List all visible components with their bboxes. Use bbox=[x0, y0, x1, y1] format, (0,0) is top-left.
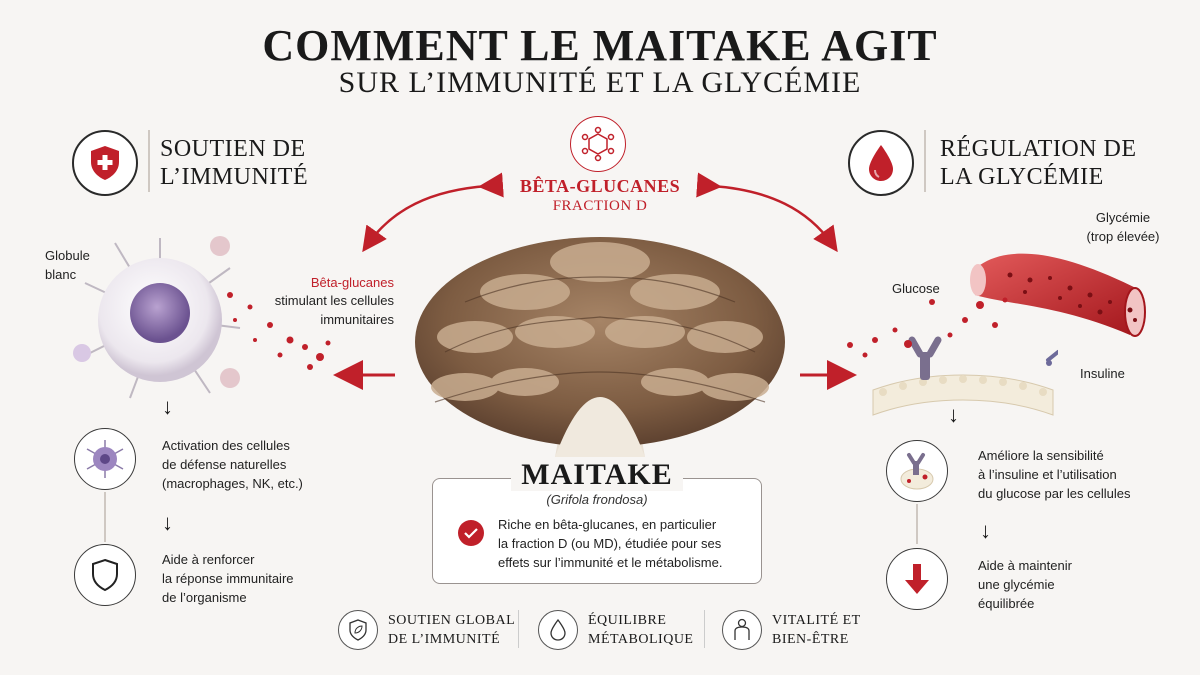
divider bbox=[518, 610, 519, 648]
immunity-step2-text: Aide à renforcer la réponse immunitaire … bbox=[162, 552, 294, 605]
cell-label: Globule blanc bbox=[45, 248, 90, 282]
maitake-name: MAITAKE bbox=[432, 458, 762, 492]
decrease-arrow-icon bbox=[886, 548, 948, 610]
arrow-down-icon: ↓ bbox=[162, 510, 173, 535]
section-title-immunity: SOUTIEN DE L’IMMUNITÉ bbox=[160, 136, 309, 190]
latin-name: (Grifola frondosa) bbox=[546, 492, 648, 507]
betaglucan-particles bbox=[227, 292, 331, 370]
compound-fraction: FRACTION D bbox=[552, 198, 648, 214]
step-connector bbox=[104, 492, 106, 542]
arrow-down-icon: ↓ bbox=[980, 518, 991, 543]
arrow-down-icon: ↓ bbox=[948, 402, 959, 427]
maitake-description: Riche en bêta-glucanes, en particulier l… bbox=[498, 517, 723, 570]
cell-membrane-illustration bbox=[872, 336, 1058, 416]
blood-drop-icon bbox=[848, 130, 914, 196]
page-subtitle: SUR L’IMMUNITÉ ET LA GLYCÉMIE bbox=[338, 66, 862, 99]
arrow-right-curve bbox=[696, 172, 838, 253]
cell-receptor-icon bbox=[886, 440, 948, 502]
glucose-label: Glucose bbox=[892, 281, 940, 296]
glycemia-step2-text: Aide à maintenir une glycémie équilibrée bbox=[978, 558, 1072, 611]
glucose-particles bbox=[847, 297, 1008, 358]
benefit-metabolic: ÉQUILIBRE MÉTABOLIQUE bbox=[538, 610, 693, 650]
betaglucan-label: Bêta-glucanes bbox=[310, 275, 394, 290]
compound-name: BÊTA-GLUCANES bbox=[519, 176, 681, 196]
glycemia-step1-text: Améliore la sensibilité à l’insuline et … bbox=[978, 448, 1131, 501]
check-icon bbox=[458, 520, 484, 546]
benefit-immunity: SOUTIEN GLOBAL DE L’IMMUNITÉ bbox=[338, 610, 515, 650]
arrow-down-icon: ↓ bbox=[162, 394, 173, 419]
shield-icon bbox=[74, 544, 136, 606]
divider bbox=[704, 610, 705, 648]
drop-icon bbox=[538, 610, 578, 650]
white-blood-cell-illustration bbox=[73, 236, 241, 399]
insuline-label: Insuline bbox=[1080, 366, 1125, 381]
blood-vessel-illustration bbox=[970, 253, 1146, 337]
maitake-info-box bbox=[432, 478, 762, 584]
molecule-icon bbox=[570, 116, 626, 172]
maitake-mushroom-illustration bbox=[415, 237, 785, 457]
section-title-glycemia: RÉGULATION DE LA GLYCÉMIE bbox=[940, 136, 1137, 190]
page-title: COMMENT LE MAITAKE AGIT bbox=[262, 21, 938, 70]
stimulant-label: stimulant les cellules immunitaires bbox=[274, 293, 394, 327]
step-connector bbox=[916, 504, 918, 544]
immune-cell-icon bbox=[74, 428, 136, 490]
shield-leaf-icon bbox=[338, 610, 378, 650]
benefit-vitality: VITALITÉ ET BIEN-ÊTRE bbox=[722, 610, 861, 650]
divider bbox=[148, 130, 150, 192]
arrow-left-curve bbox=[362, 172, 504, 253]
glycemia-label: Glycémie (trop élevée) bbox=[1086, 210, 1160, 244]
divider bbox=[924, 130, 926, 192]
person-icon bbox=[722, 610, 762, 650]
immunity-step1-text: Activation des cellules de défense natur… bbox=[162, 438, 303, 491]
shield-cross-icon bbox=[72, 130, 138, 196]
